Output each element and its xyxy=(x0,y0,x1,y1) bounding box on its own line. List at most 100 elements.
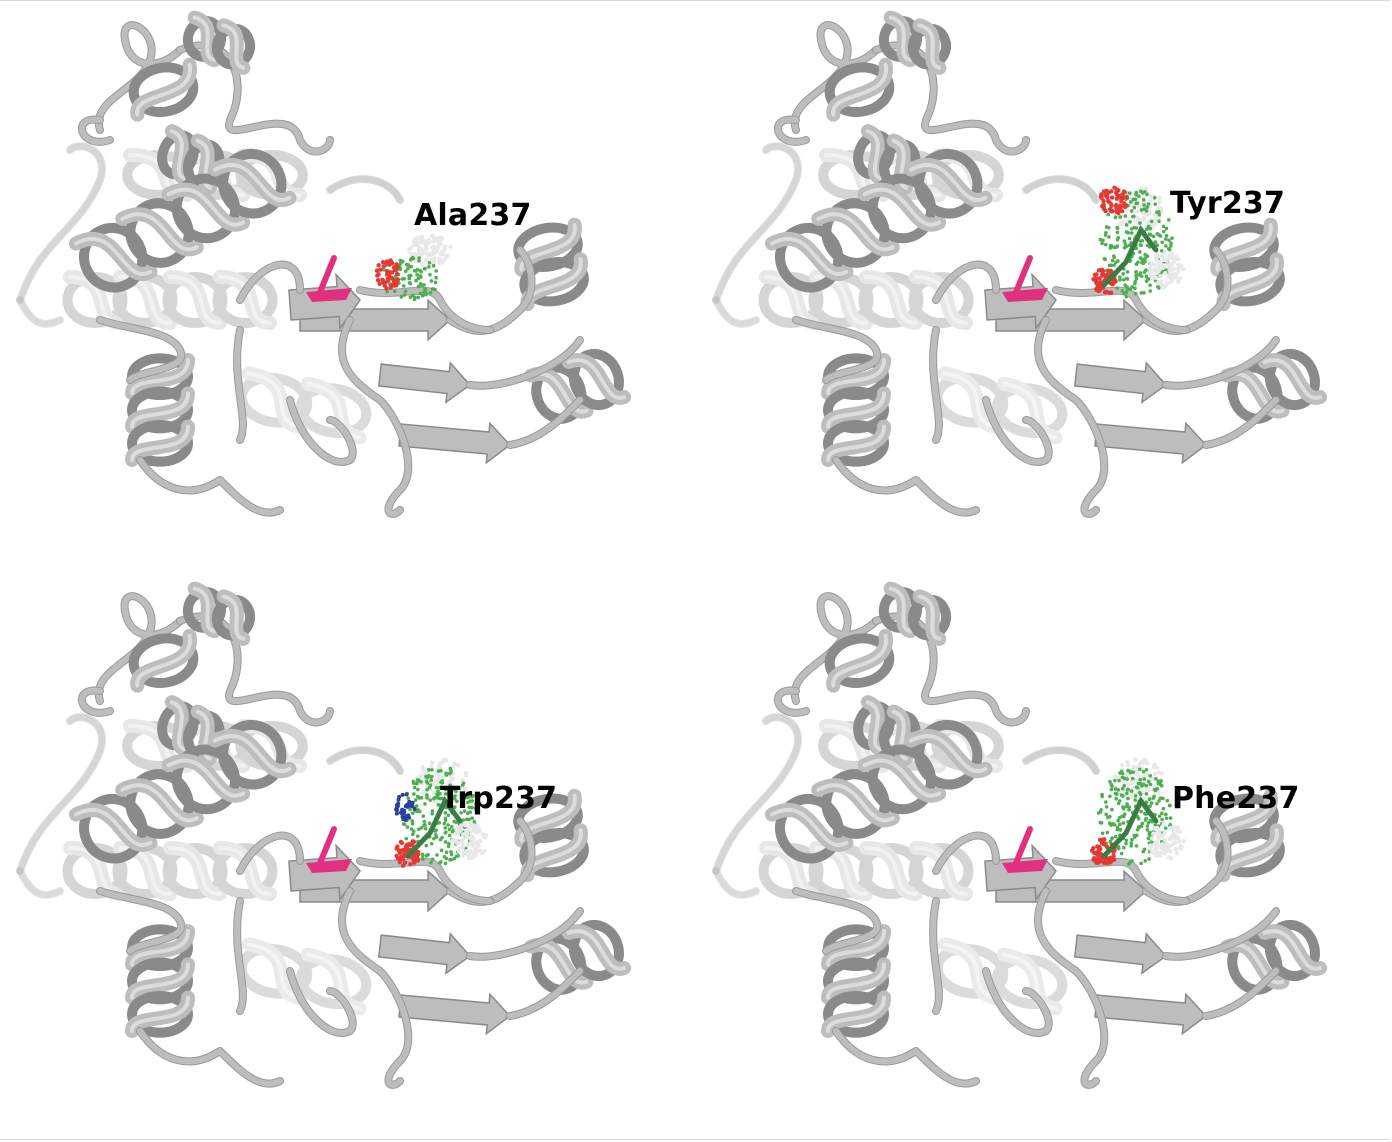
surface-dot xyxy=(1113,203,1119,209)
surface-dot xyxy=(1092,272,1098,278)
surface-dot xyxy=(426,852,430,857)
surface-dot xyxy=(1140,821,1145,826)
helix-highlight xyxy=(816,783,895,823)
surface-dot xyxy=(433,236,438,242)
surface-dot xyxy=(434,778,439,783)
surface-dot xyxy=(463,823,468,828)
surface-dot xyxy=(412,792,416,796)
surface-dot xyxy=(395,844,400,849)
surface-dot xyxy=(1156,209,1161,214)
helix-left-lower xyxy=(821,353,891,467)
surface-dot xyxy=(1161,224,1166,229)
surface-dot xyxy=(1164,233,1169,238)
surface-dot xyxy=(1141,773,1146,778)
surface-dot xyxy=(442,821,447,826)
surface-dot xyxy=(1116,818,1120,823)
surface-dot xyxy=(1138,221,1142,225)
surface-dot xyxy=(426,768,431,772)
helix-turn-back xyxy=(125,198,194,268)
surface-dot xyxy=(1105,861,1110,866)
surface-dot xyxy=(437,785,442,790)
surface-dot xyxy=(411,779,416,784)
surface-dot xyxy=(1142,777,1147,781)
surface-dot xyxy=(447,827,452,832)
helix-turn-back xyxy=(991,383,1068,439)
surface-dot xyxy=(403,849,408,855)
surface-dot xyxy=(1112,263,1116,268)
surface-dot xyxy=(1152,273,1157,279)
surface-dot xyxy=(1141,782,1146,787)
surface-dot xyxy=(1131,764,1137,770)
loop-faded-bottom xyxy=(17,868,63,898)
surface-dot xyxy=(1145,824,1150,828)
helix-turn-front xyxy=(163,270,227,330)
surface-dot xyxy=(1113,787,1118,791)
surface-dot xyxy=(1109,189,1114,194)
dot-surface xyxy=(1147,250,1186,290)
surface-dot xyxy=(1128,200,1133,204)
helix-highlight xyxy=(130,962,190,1000)
surface-dot xyxy=(401,853,407,859)
helix-top-b xyxy=(128,628,199,693)
helix-turn-back xyxy=(991,954,1068,1010)
surface-dot xyxy=(1127,862,1131,866)
loop-faded-bottom-edge xyxy=(712,296,760,328)
surface-dot xyxy=(460,783,465,787)
surface-dot xyxy=(1107,235,1111,239)
surface-dot xyxy=(418,252,424,257)
surface-dot xyxy=(468,835,473,841)
surface-dot xyxy=(1160,811,1164,816)
surface-dot xyxy=(416,795,421,800)
surface-dot xyxy=(433,280,438,285)
surface-dot xyxy=(1122,239,1127,243)
surface-dot xyxy=(1165,798,1170,803)
loop-center-3 xyxy=(338,317,412,517)
surface-dot xyxy=(1158,796,1163,800)
surface-dot xyxy=(1143,256,1148,261)
surface-dot xyxy=(1132,205,1137,210)
helix-highlight xyxy=(831,633,888,688)
surface-dot xyxy=(1131,197,1136,202)
surface-dot xyxy=(1144,212,1150,218)
surface-dot xyxy=(422,771,427,776)
loop-center-3 xyxy=(1034,888,1108,1088)
helix-highlight xyxy=(246,942,303,1001)
surface-dot xyxy=(408,281,413,286)
helix-highlight xyxy=(942,371,999,430)
surface-dot xyxy=(430,809,435,813)
helix-top-a xyxy=(878,10,952,75)
loop-center-3 xyxy=(1034,317,1108,517)
surface-dot xyxy=(1144,792,1149,796)
surface-dot xyxy=(1144,274,1149,279)
surface-dot xyxy=(468,823,473,828)
surface-dot xyxy=(1115,286,1119,290)
loop-bottom xyxy=(137,1028,283,1087)
surface-dot xyxy=(1149,836,1155,841)
surface-dot xyxy=(1149,849,1155,854)
surface-dot xyxy=(416,284,421,289)
helix-highlight xyxy=(73,236,153,276)
surface-dot xyxy=(449,824,454,829)
surface-dot xyxy=(448,244,453,250)
surface-dot xyxy=(413,798,418,802)
surface-dot xyxy=(1162,250,1168,255)
surface-dot xyxy=(425,787,429,792)
surface-dot xyxy=(430,287,435,291)
surface-dot xyxy=(410,821,415,826)
ligand-stick xyxy=(1013,826,1033,866)
surface-dot xyxy=(1091,846,1096,851)
helix-highlight xyxy=(168,275,222,325)
helix-highlight xyxy=(218,846,272,896)
surface-dot xyxy=(446,823,450,827)
surface-dot xyxy=(421,814,426,818)
surface-dot xyxy=(1105,198,1111,204)
surface-dot xyxy=(470,816,474,820)
surface-dot xyxy=(392,289,397,294)
surface-dot xyxy=(400,863,406,868)
surface-dot xyxy=(446,813,451,818)
surface-dot xyxy=(1124,194,1129,200)
surface-dot xyxy=(1139,809,1143,814)
surface-dot xyxy=(1142,291,1146,295)
surface-dot xyxy=(432,836,436,841)
helix-turn-back xyxy=(212,843,278,899)
